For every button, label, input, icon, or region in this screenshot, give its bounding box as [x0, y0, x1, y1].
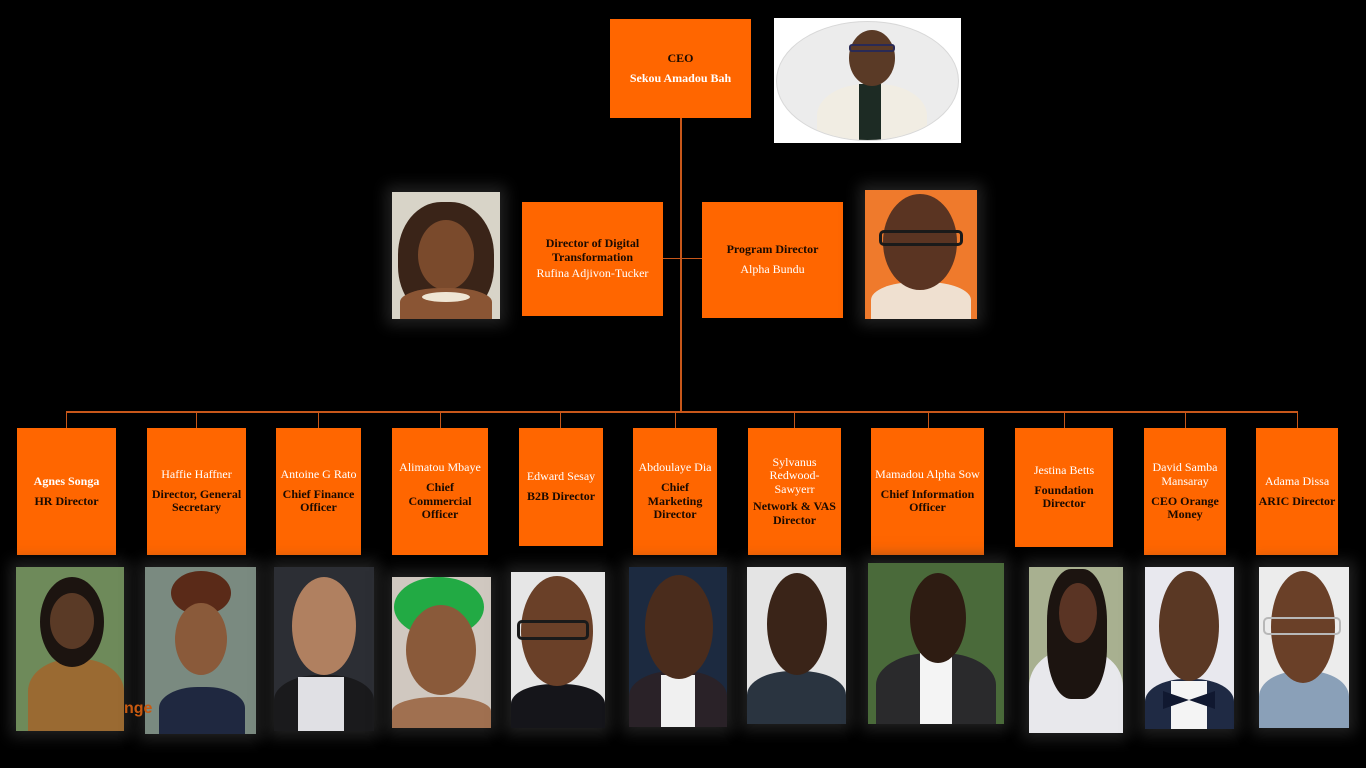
director-photo [392, 577, 491, 728]
drop-line [66, 412, 67, 428]
person-name: Jestina Betts [1033, 462, 1095, 477]
director-box: Mamadou Alpha Sow Chief Information Offi… [871, 428, 984, 555]
director-photo [1259, 567, 1349, 728]
position-title: Director of Digital Transformation [545, 236, 640, 265]
position-title: B2B Director [526, 489, 596, 503]
position-title: Program Director [726, 242, 819, 257]
ceo-title: CEO [667, 50, 694, 65]
director-box: Jestina Betts Foundation Director [1015, 428, 1113, 547]
drop-line [675, 412, 676, 428]
drop-line [1297, 412, 1298, 428]
person-name: Alpha Bundu [740, 262, 805, 276]
orange-logo-fragment: nge [124, 700, 153, 717]
drop-line [1185, 412, 1186, 428]
position-title: ARIC Director [1258, 493, 1336, 508]
director-box: Adama Dissa ARIC Director [1256, 428, 1338, 555]
person-name: Rufina Adjivon-Tucker [536, 265, 649, 280]
person-name: Mamadou Alpha Sow [875, 466, 980, 481]
director-bus-line [66, 411, 1298, 413]
director-photo [145, 567, 256, 734]
person-name: Abdoulaye Dia [638, 459, 712, 474]
director-box: Agnes Songa HR Director [17, 428, 116, 555]
director-box: Alimatou Mbaye Chief Commercial Officer [392, 428, 488, 555]
position-title: HR Director [34, 493, 99, 508]
drop-line [440, 412, 441, 428]
director-box: Sylvanus Redwood-Sawyerr Network & VAS D… [748, 428, 841, 555]
director-photo [747, 567, 846, 724]
position-title: Chief Information Officer [880, 486, 975, 515]
drop-line [928, 412, 929, 428]
drop-line [318, 412, 319, 428]
ceo-name: Sekou Amadou Bah [629, 70, 732, 85]
program-director-box: Program Director Alpha Bundu [702, 202, 843, 318]
second-level-connector [663, 258, 703, 259]
director-box: David Samba Mansaray CEO Orange Money [1144, 428, 1226, 555]
person-name: Agnes Songa [33, 473, 100, 488]
drop-line [1064, 412, 1065, 428]
person-name: Antoine G Rato [280, 466, 357, 481]
position-title: Director, General Secretary [151, 486, 242, 515]
position-title: Network & VAS Director [753, 498, 836, 527]
director-photo [511, 572, 605, 728]
person-name: Alimatou Mbaye [399, 459, 481, 474]
position-title: Chief Finance Officer [282, 486, 355, 515]
director-photo [274, 567, 374, 731]
digital-transformation-director-box: Director of Digital Transformation Rufin… [522, 202, 663, 316]
director-photo [1029, 567, 1123, 733]
position-title: Foundation Director [1034, 482, 1094, 511]
position-title: Chief Commercial Officer [408, 479, 472, 522]
director-box: Antoine G Rato Chief Finance Officer [276, 428, 361, 555]
director-photo [868, 563, 1004, 724]
person-name: David Samba Mansaray [1152, 459, 1218, 488]
program-director-photo [865, 190, 977, 319]
position-title: CEO Orange Money [1151, 493, 1219, 522]
ceo-portrait-photo [774, 18, 961, 143]
director-photo [1145, 567, 1234, 729]
digital-transformation-director-photo [392, 192, 500, 319]
director-box: Haffie Haffner Director, General Secreta… [147, 428, 246, 555]
drop-line [196, 412, 197, 428]
ceo-trunk-line [680, 118, 682, 413]
person-name: Edward Sesay [526, 469, 596, 484]
director-photo [629, 567, 727, 727]
position-title: Chief Marketing Director [647, 479, 703, 522]
person-name: Haffie Haffner [161, 466, 232, 481]
person-name: Sylvanus Redwood-Sawyerr [769, 454, 820, 497]
director-box: Edward Sesay B2B Director [519, 428, 603, 546]
director-photo [16, 567, 124, 731]
ceo-box: CEO Sekou Amadou Bah [610, 19, 751, 118]
drop-line [560, 412, 561, 428]
drop-line [794, 412, 795, 428]
director-box: Abdoulaye Dia Chief Marketing Director [633, 428, 717, 555]
person-name: Adama Dissa [1264, 473, 1330, 488]
